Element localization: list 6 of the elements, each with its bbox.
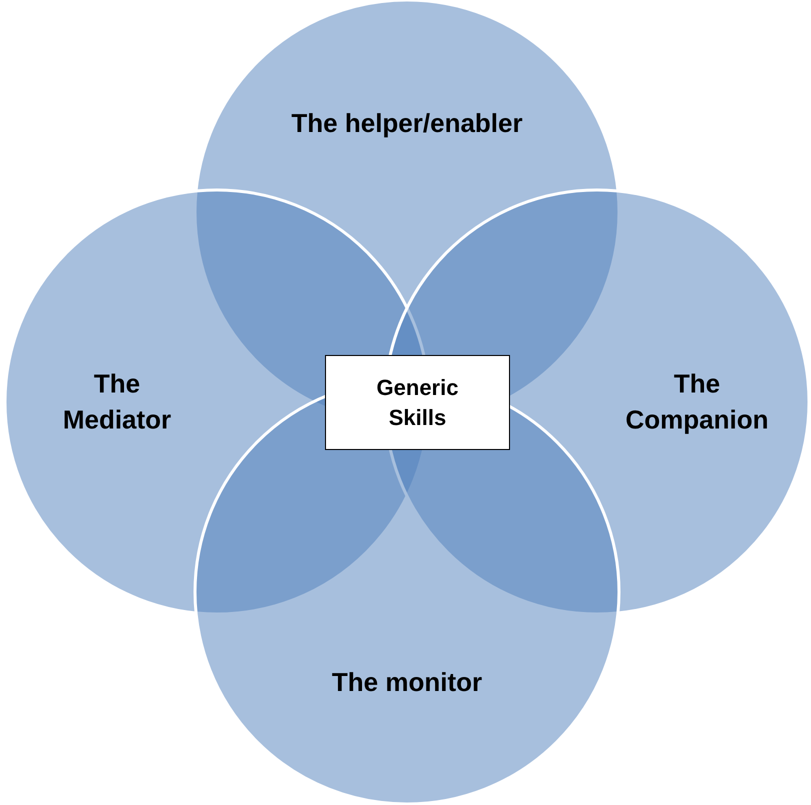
circle-label: The helper/enabler [290,106,524,140]
circle-label: The monitor [330,666,484,699]
circle-label: The Mediator [62,368,172,437]
box-label: Generic Skills [376,374,460,432]
center-box [325,355,510,450]
circle-label: The Companion [624,368,770,437]
